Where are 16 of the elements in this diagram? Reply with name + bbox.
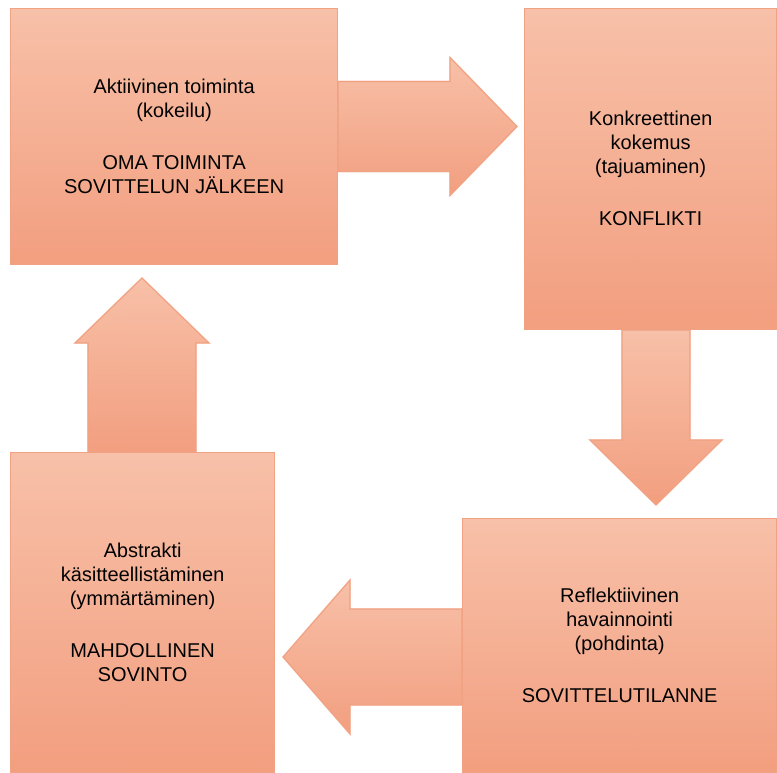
box-text: MAHDOLLINEN SOVINTO bbox=[69, 638, 216, 686]
box-text: KONFLIKTI bbox=[598, 207, 702, 231]
process-box bbox=[524, 8, 777, 330]
box-text: OMA TOIMINTA SOVITTELUN JÄLKEEN bbox=[62, 150, 286, 198]
process-box bbox=[10, 8, 338, 265]
process-box bbox=[462, 518, 777, 773]
box-text: SOVITTELUTILANNE bbox=[522, 684, 718, 708]
box-text: Reflektiivinen havainnointi (pohdinta) bbox=[559, 584, 680, 656]
box-text: Aktiivinen toiminta (kokeilu) bbox=[92, 74, 256, 122]
box-text: Abstrakti käsitteellistäminen (ymmärtäminen) bbox=[60, 538, 226, 610]
block-arrow bbox=[282, 578, 463, 736]
block-arrow bbox=[337, 56, 518, 198]
process-box bbox=[10, 452, 275, 773]
box-text: Konkreettinen kokemus (tajuaminen) bbox=[588, 107, 714, 179]
block-arrow bbox=[588, 329, 724, 506]
block-arrow bbox=[73, 276, 211, 453]
